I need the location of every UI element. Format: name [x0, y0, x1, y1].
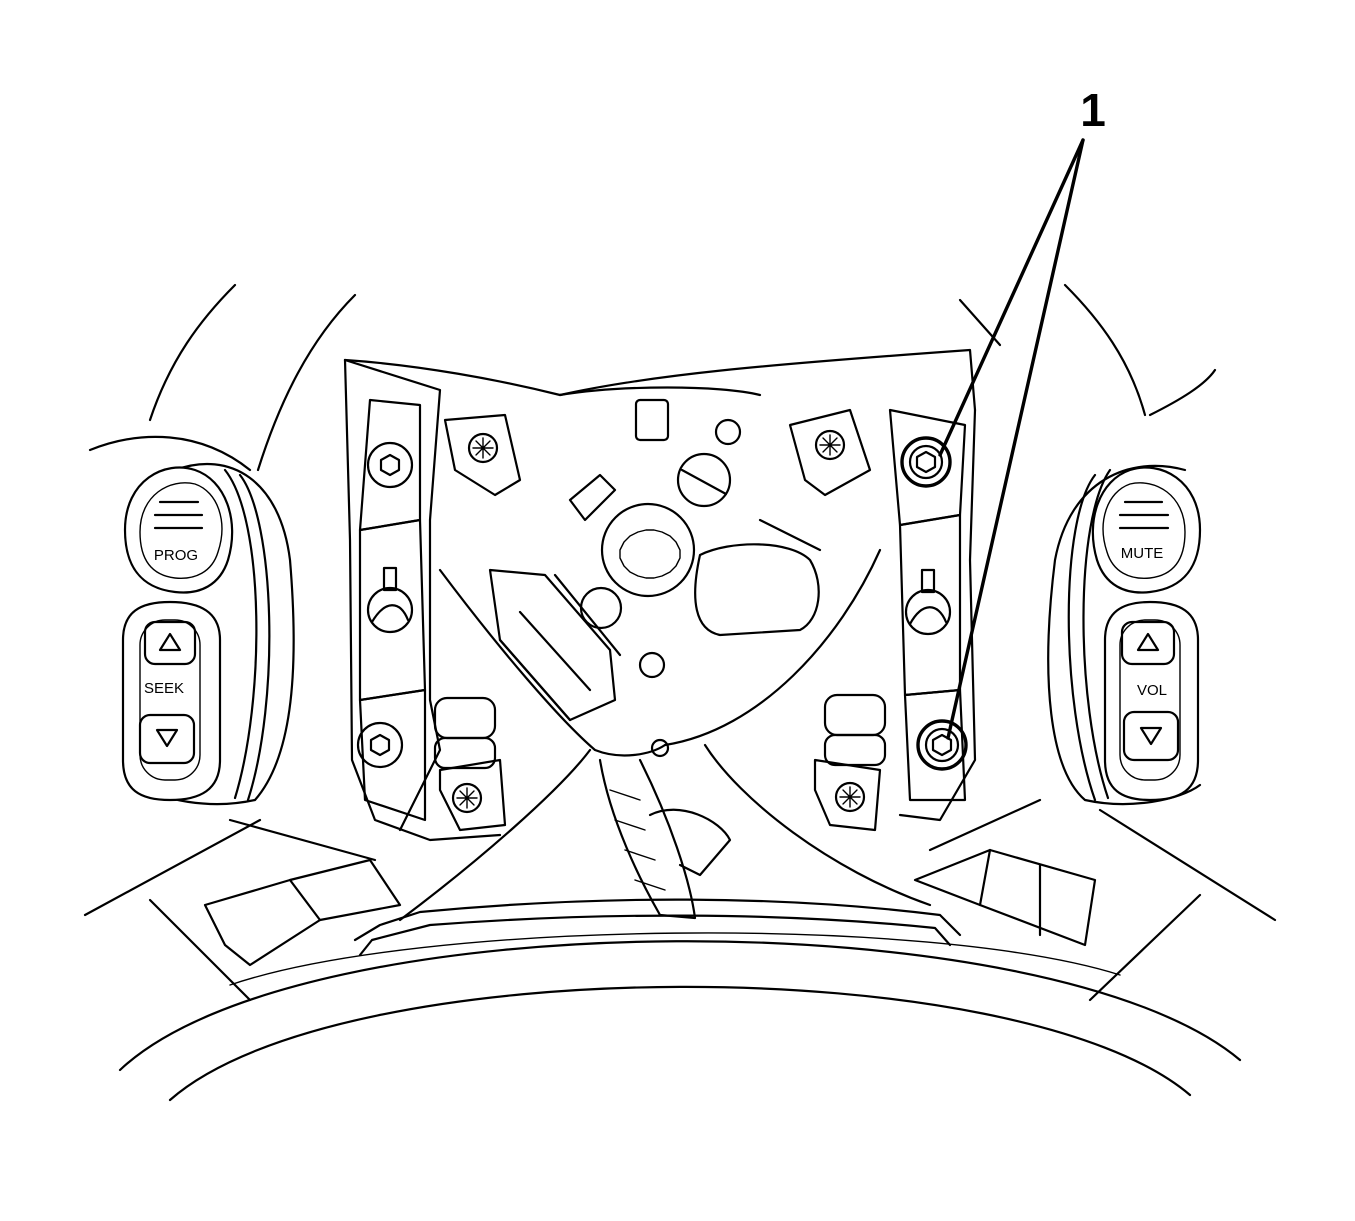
left-mounting-bracket: [343, 358, 522, 832]
left-lower-torx-screw-icon: [438, 758, 507, 832]
right-upper-torx-screw-icon: [788, 408, 872, 497]
triangle-down-icon: [155, 728, 179, 748]
prog-button-label: PROG: [154, 547, 198, 564]
seek-button-label: SEEK: [144, 680, 184, 697]
right-wheel-tabs: [913, 848, 1097, 947]
vol-button-label: VOL: [1137, 682, 1167, 699]
triangle-up-icon: [1136, 632, 1160, 652]
right-spoke: [928, 283, 1277, 1002]
right-lower-torx-screw-icon: [813, 758, 882, 832]
vol-down-button[interactable]: [1122, 710, 1180, 762]
prog-button[interactable]: PROG: [123, 466, 234, 594]
seek-button[interactable]: SEEK: [121, 600, 222, 802]
left-lower-hex-bolt-icon: [356, 721, 404, 769]
right-upper-hex-bolt-icon: [900, 436, 952, 488]
callout-leader-lower: [946, 138, 1085, 740]
left-radio-control-switch: PROG SEEK: [121, 462, 295, 806]
mute-button[interactable]: MUTE: [1091, 466, 1202, 594]
vol-up-button[interactable]: [1120, 620, 1176, 666]
mute-button-label: MUTE: [1121, 545, 1164, 562]
left-upper-torx-screw-icon: [443, 413, 522, 497]
callout-leader-upper: [938, 138, 1085, 457]
callout-1: 1: [938, 84, 1106, 740]
right-lower-hex-bolt-icon: [916, 719, 968, 771]
spline-hub: [600, 502, 696, 598]
triangle-up-icon: [158, 632, 182, 652]
steering-wheel-rim: [118, 898, 1242, 1102]
right-radio-control-switch: MUTE VOL: [1047, 464, 1202, 806]
left-spoke: [83, 283, 377, 1002]
wiring-harness: [398, 548, 932, 922]
seek-up-button[interactable]: [143, 620, 197, 666]
seek-down-button[interactable]: [138, 713, 196, 765]
right-mounting-bracket: [788, 408, 977, 832]
triangle-down-icon: [1139, 726, 1163, 746]
left-upper-hex-bolt-icon: [366, 441, 414, 489]
callout-number: 1: [1080, 84, 1106, 136]
left-wheel-tabs: [203, 858, 402, 967]
vol-button[interactable]: VOL: [1103, 600, 1200, 802]
